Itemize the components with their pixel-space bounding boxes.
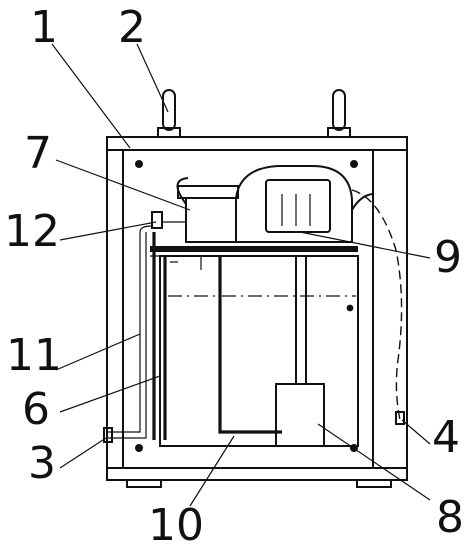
filter-and-tubes <box>108 211 186 440</box>
leader-6 <box>59 375 161 413</box>
return-line <box>351 189 403 421</box>
housing-outer-wall <box>106 136 408 481</box>
shelf-plate <box>150 246 358 252</box>
housing-inner-frame <box>122 149 374 469</box>
foot-left <box>126 479 162 488</box>
water-tube-outer-2 <box>108 232 147 439</box>
label-11: 11 <box>6 330 62 381</box>
pump-block <box>275 383 325 447</box>
handle-left-base <box>157 127 181 138</box>
label-1: 1 <box>30 2 58 53</box>
tank-outer <box>159 255 359 447</box>
screw-top-right <box>350 160 358 168</box>
label-2: 2 <box>118 2 146 53</box>
foot-right <box>356 479 392 488</box>
label-8: 8 <box>436 492 464 543</box>
leader-9 <box>299 231 431 259</box>
label-9: 9 <box>434 232 462 283</box>
submersible-pump <box>275 256 325 447</box>
handles <box>157 89 351 138</box>
pump-body <box>185 197 237 243</box>
label-4: 4 <box>432 412 460 463</box>
drain-fitting <box>395 411 405 425</box>
leader-lines <box>51 43 431 507</box>
handle-left <box>162 89 176 131</box>
leader-7 <box>55 159 191 211</box>
shelf <box>150 246 358 257</box>
motor-housing <box>235 165 353 243</box>
leader-1 <box>51 43 131 149</box>
leader-2 <box>136 43 169 113</box>
filter-to-tube <box>139 225 153 233</box>
pump-assembly <box>176 165 373 243</box>
motor-window <box>265 179 331 233</box>
handle-right <box>332 89 346 131</box>
screw-top-left <box>135 160 143 168</box>
leader-11 <box>55 333 141 371</box>
leader-12 <box>59 221 157 241</box>
water-tube-outer <box>108 232 141 433</box>
filter-cup <box>151 211 163 229</box>
water-tank <box>159 255 359 447</box>
inner-container <box>218 256 282 434</box>
label-10: 10 <box>148 500 204 551</box>
leader-10 <box>189 435 235 507</box>
label-3: 3 <box>28 438 56 489</box>
handle-right-base <box>327 127 351 138</box>
tank-screw <box>346 304 354 312</box>
label-7: 7 <box>24 128 52 179</box>
pump-cap <box>177 185 239 199</box>
label-12: 12 <box>4 206 60 257</box>
inlet-fitting <box>103 427 113 443</box>
housing <box>106 136 408 488</box>
part-labels: 1 2 3 4 6 7 8 9 10 11 12 <box>4 2 464 551</box>
screw-bottom-left <box>135 444 143 452</box>
leader-4 <box>401 419 431 445</box>
pump-inlet-hose <box>176 177 189 205</box>
motor-outlet <box>351 193 373 211</box>
leader-3 <box>59 437 107 469</box>
leader-8 <box>317 423 431 501</box>
label-6: 6 <box>22 384 50 435</box>
